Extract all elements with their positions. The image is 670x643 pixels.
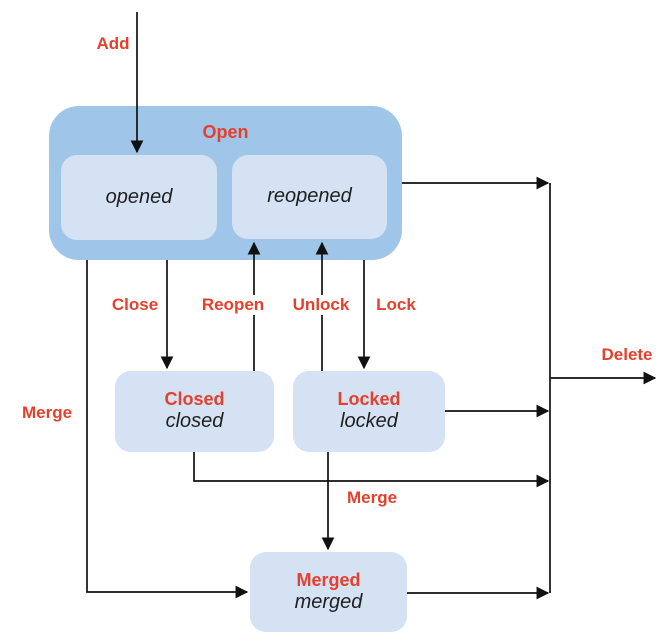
state-closed-node: Closed closed — [115, 371, 274, 452]
state-locked-title: Locked — [337, 389, 401, 410]
state-opened-label: opened — [105, 185, 173, 208]
state-merged-title: Merged — [296, 569, 361, 590]
state-closed-sublabel: closed — [165, 410, 224, 433]
state-merged-sublabel: merged — [294, 590, 363, 613]
edge-label-merge-bottom: Merge — [344, 488, 400, 508]
edge-label-close: Close — [109, 295, 161, 315]
edge-label-unlock: Unlock — [290, 295, 352, 315]
edge-label-merge-left: Merge — [19, 403, 75, 423]
state-closed-title: Closed — [164, 389, 225, 410]
edge-label-reopen: Reopen — [199, 295, 267, 315]
state-reopened-node: reopened — [232, 155, 387, 239]
edge-label-add: Add — [94, 34, 132, 54]
edge-label-lock: Lock — [374, 295, 418, 315]
state-open-label: Open — [202, 122, 249, 142]
state-merged-node: Merged merged — [250, 552, 407, 632]
state-reopened-label: reopened — [267, 185, 352, 208]
state-opened-node: opened — [61, 155, 217, 240]
state-locked-sublabel: locked — [340, 410, 398, 433]
edge-closed-to-delete-arrow — [193, 452, 550, 488]
state-locked-node: Locked locked — [293, 371, 445, 452]
edge-label-delete: Delete — [599, 345, 655, 365]
